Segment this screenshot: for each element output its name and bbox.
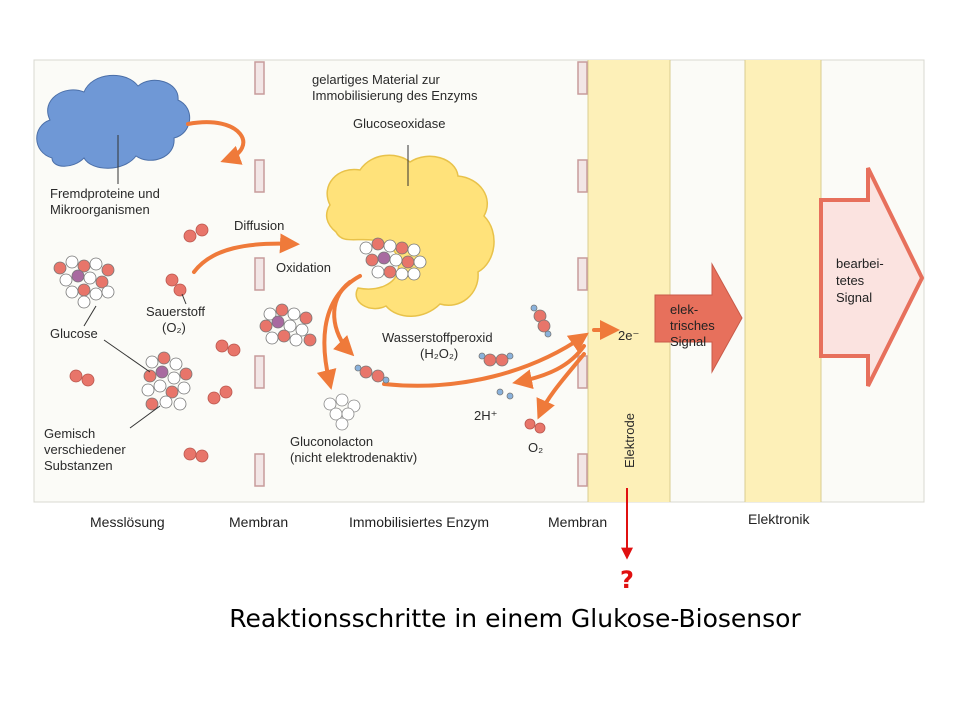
wasserstoffperoxid-label-1: Wasserstoffperoxid — [382, 330, 493, 345]
immobilisiertes-enzym-label: Immobilisiertes Enzym — [349, 514, 489, 530]
membrane-left — [254, 61, 265, 487]
elektronik-label: Elektronik — [748, 511, 810, 527]
signal-label-3: Signal — [670, 334, 706, 349]
diffusion-label: Diffusion — [234, 218, 284, 233]
electric-signal-arrow — [654, 262, 743, 374]
peroxide-molecules — [354, 304, 552, 400]
glucose-molecule-3 — [259, 303, 317, 347]
proton-arrow — [512, 344, 586, 390]
question-mark: ? — [620, 566, 634, 594]
processed-signal-label-1: bearbei- — [836, 256, 884, 271]
glucoseoxidase-enzyme — [325, 154, 495, 317]
sauerstoff-label-1: Sauerstoff — [146, 304, 205, 319]
gel-material-label-1: gelartiges Material zur — [312, 72, 441, 87]
electronics-band — [745, 60, 821, 502]
messloesung-label: Messlösung — [90, 514, 165, 530]
gemisch-label-3: Substanzen — [44, 458, 113, 473]
elektrode-label: Elektrode — [622, 413, 637, 468]
page-title: Reaktionsschritte in einem Glukose-Biose… — [229, 604, 801, 633]
fremdproteine-label-1: Fremdproteine und — [50, 186, 160, 201]
reflect-arrow — [186, 120, 246, 165]
gel-material-label-2: Immobilisierung des Enzyms — [312, 88, 478, 103]
processed-signal-label-3: Signal — [836, 290, 872, 305]
fremdproteine-label-2: Mikroorganismen — [50, 202, 150, 217]
membran-left-label: Membran — [229, 514, 288, 530]
two-h-plus-label: 2H⁺ — [474, 408, 497, 423]
oxygen-arrow — [536, 352, 586, 420]
oxidation-label: Oxidation — [276, 260, 331, 275]
oxygen-molecules — [69, 223, 546, 463]
o2-label: O₂ — [528, 440, 543, 455]
gluconolacton-label-2: (nicht elektrodenaktiv) — [290, 450, 417, 465]
glucose-molecule-2 — [141, 351, 193, 411]
processed-signal-arrow — [819, 167, 925, 387]
electrode-band — [588, 60, 670, 502]
peroxide-to-electrode-arrow — [382, 332, 589, 388]
membran-right-label: Membran — [548, 514, 607, 530]
peroxide-arrow — [332, 280, 355, 357]
wasserstoffperoxid-label-2: (H₂O₂) — [420, 346, 458, 361]
glucose-label: Glucose — [50, 326, 98, 341]
foreign-proteins-cloud — [36, 74, 191, 169]
glucose-molecule-1 — [53, 255, 115, 309]
signal-label-2: trisches — [670, 318, 715, 333]
diffusion-arrow — [192, 233, 300, 274]
gluconolacton-label-1: Gluconolacton — [290, 434, 373, 449]
two-e-minus-label: 2e⁻ — [618, 328, 639, 343]
gluconolacton-molecule — [323, 393, 361, 431]
signal-label-1: elek- — [670, 302, 698, 317]
sauerstoff-label-2: (O₂) — [162, 320, 186, 335]
glucose-in-enzyme — [359, 237, 427, 281]
gemisch-label-1: Gemisch — [44, 426, 95, 441]
gemisch-label-2: verschiedener — [44, 442, 126, 457]
glucoseoxidase-label: Glucoseoxidase — [353, 116, 446, 131]
processed-signal-label-2: tetes — [836, 273, 865, 288]
